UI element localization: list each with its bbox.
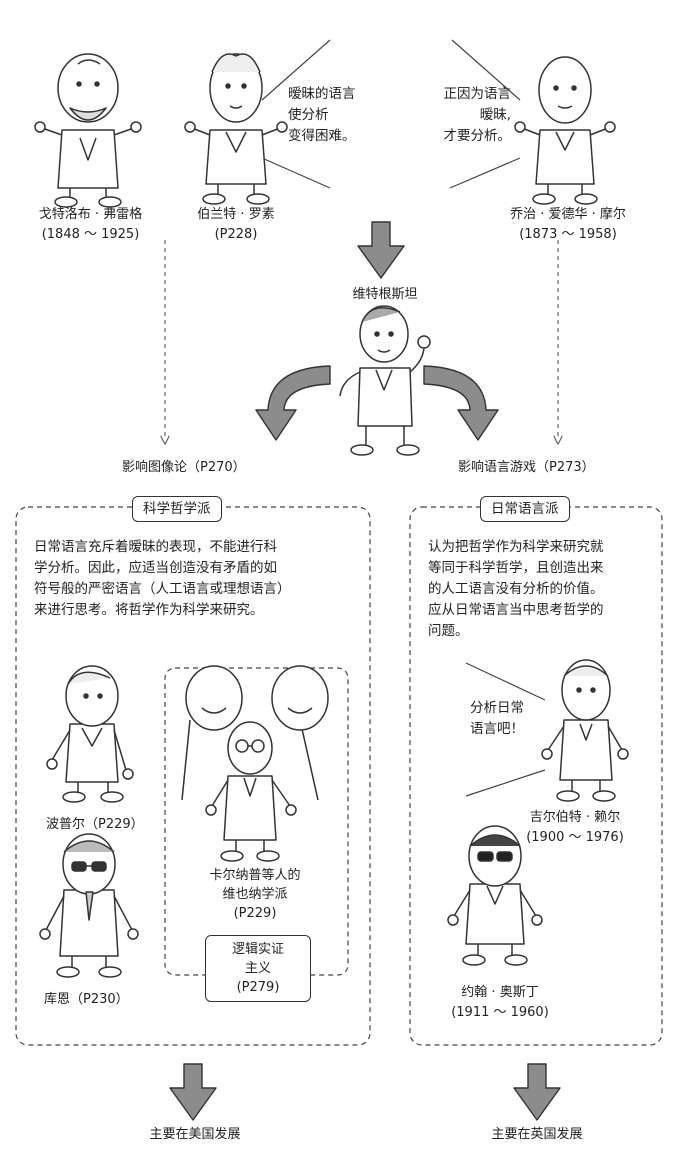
frege-name: 戈特洛布 · 弗雷格	[38, 207, 143, 222]
us-development-label: 主要在美国发展	[149, 1127, 241, 1142]
language-game-label: 影响语言游戏（P273）	[458, 460, 595, 475]
speech-lines	[261, 39, 546, 797]
science-school-title: 科学哲学派	[132, 496, 222, 522]
uk-development-label: 主要在英国发展	[491, 1127, 583, 1142]
frege-figure	[34, 53, 142, 208]
moore-speech: 正因为语言 暧昧, 才要分析。	[443, 86, 512, 144]
ryle-speech: 分析日常 语言吧！	[470, 700, 524, 737]
ryle-name: 吉尔伯特 · 赖尔	[529, 810, 621, 825]
vienna-circle-label: 卡尔纳普等人的 维也纳学派 (P229)	[209, 868, 301, 921]
down-arrow-center	[357, 221, 405, 279]
curved-arrow-right	[423, 365, 499, 441]
science-school-description: 日常语言充斥着暧昧的表现，不能进行科 学分析。因此，应适当创造没有矛盾的如 符号…	[34, 539, 291, 618]
austin-years: (1911 ～ 1960)	[451, 1005, 549, 1020]
popper-figure	[46, 665, 134, 803]
moore-years: (1873 ～ 1958)	[519, 227, 617, 242]
frege-years: (1848 ～ 1925)	[41, 227, 140, 242]
logical-positivism-box: 逻辑实证 主义 (P279)	[205, 935, 311, 1002]
ryle-figure	[541, 659, 629, 802]
curved-arrow-left	[255, 365, 331, 441]
picture-theory-label: 影响图像论（P270）	[122, 460, 246, 475]
ordinary-language-box	[409, 506, 663, 1046]
kuhn-figure	[39, 833, 139, 978]
russell-speech: 暧昧的语言 使分析 变得困难。	[288, 86, 356, 144]
wittgenstein-name: 维特根斯坦	[352, 287, 418, 302]
wittgenstein-figure	[339, 305, 431, 456]
russell-figure	[184, 53, 288, 205]
vienna-circle-figures	[181, 665, 329, 862]
austin-figure	[447, 825, 543, 966]
ryle-years: (1900 ～ 1976)	[526, 830, 624, 845]
popper-label: 波普尔（P229）	[46, 817, 144, 832]
ordinary-language-description: 认为把哲学作为科学来研究就 等同于科学哲学，且创造出来 的人工语言没有分析的价值…	[428, 539, 604, 639]
russell-name: 伯兰特 · 罗素	[197, 207, 275, 222]
kuhn-label: 库恩（P230）	[44, 992, 129, 1007]
down-arrow-bottom-right	[513, 1063, 561, 1121]
moore-name: 乔治 · 爱德华 · 摩尔	[510, 207, 626, 222]
austin-name: 约翰 · 奥斯丁	[461, 985, 539, 1000]
down-arrow-bottom-left	[169, 1063, 217, 1121]
dashed-influence-arrows	[165, 240, 558, 440]
ordinary-language-title: 日常语言派	[480, 496, 570, 522]
russell-page: (P228)	[214, 227, 258, 242]
moore-figure	[514, 56, 616, 205]
